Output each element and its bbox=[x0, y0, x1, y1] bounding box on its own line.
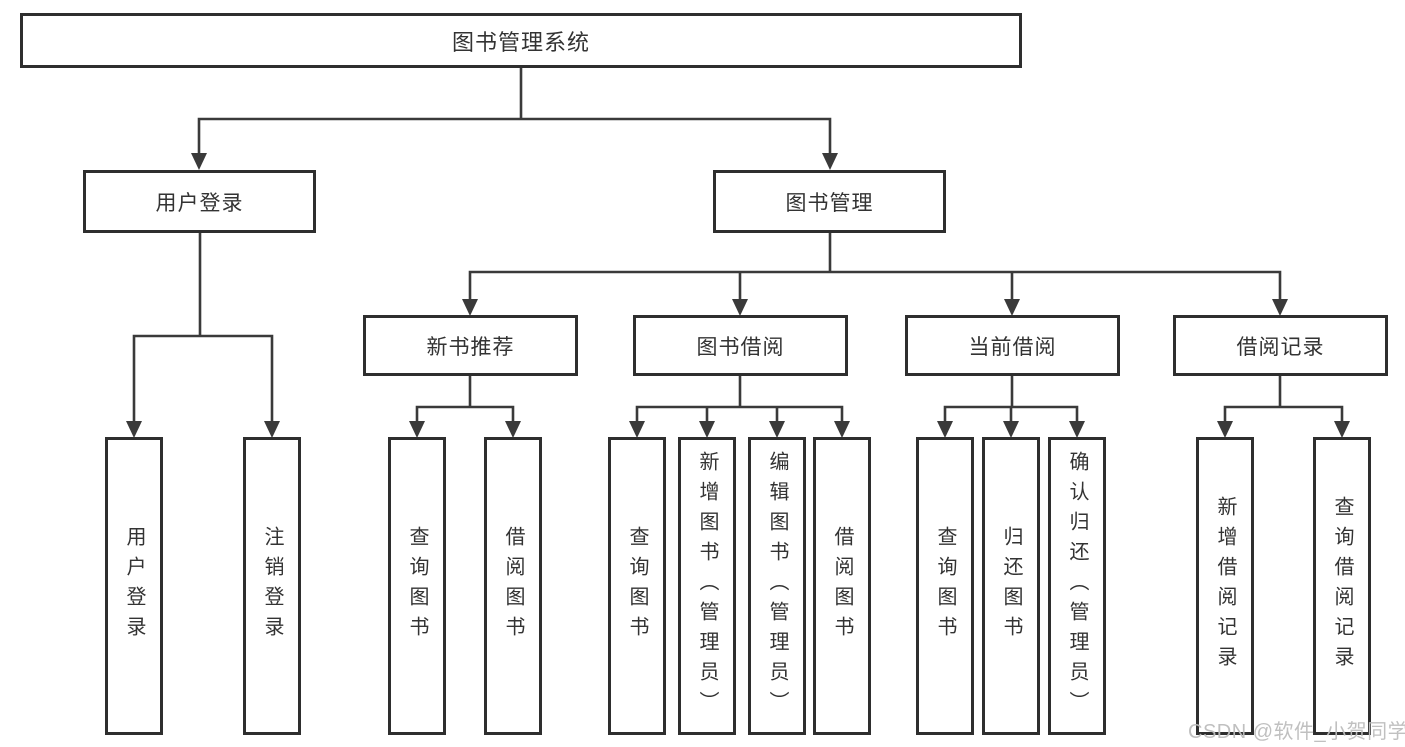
node-label: 查询图书 bbox=[934, 526, 956, 646]
leaf-borrow-books-recommend: 借阅图书 bbox=[484, 437, 542, 735]
node-label: 借阅记录 bbox=[1236, 335, 1325, 359]
leaf-logout: 注销登录 bbox=[243, 437, 301, 735]
node-label: 新书推荐 bbox=[426, 335, 515, 359]
leaf-return-books: 归还图书 bbox=[982, 437, 1040, 735]
leaf-add-borrow-record: 新增借阅记录 bbox=[1196, 437, 1254, 735]
node-label: 查询借阅记录 bbox=[1331, 496, 1353, 676]
node-library-management-system: 图书管理系统 bbox=[20, 13, 1022, 68]
node-current-borrow: 当前借阅 bbox=[905, 315, 1120, 376]
node-label: 图书借阅 bbox=[696, 335, 785, 359]
connector-paths bbox=[132, 68, 1344, 422]
node-label: 当前借阅 bbox=[968, 335, 1057, 359]
leaf-query-borrow-record: 查询借阅记录 bbox=[1313, 437, 1371, 735]
arrowheads bbox=[126, 153, 1350, 438]
leaf-user-login: 用户登录 bbox=[105, 437, 163, 735]
node-label: 图书管理系统 bbox=[451, 29, 590, 55]
node-label: 注销登录 bbox=[261, 526, 283, 646]
node-book-borrow: 图书借阅 bbox=[633, 315, 848, 376]
node-label: 借阅图书 bbox=[502, 526, 524, 646]
node-label: 用户登录 bbox=[155, 191, 244, 215]
leaf-query-books-borrow: 查询图书 bbox=[608, 437, 666, 735]
csdn-watermark: CSDN @软件_小贺同学 bbox=[1188, 721, 1405, 743]
node-label: 图书管理 bbox=[785, 191, 874, 215]
node-borrow-records: 借阅记录 bbox=[1173, 315, 1388, 376]
leaf-borrow-books: 借阅图书 bbox=[813, 437, 871, 735]
node-label: 新增图书（管理员） bbox=[696, 451, 718, 721]
node-label: 归还图书 bbox=[1000, 526, 1022, 646]
node-label: 编辑图书（管理员） bbox=[766, 451, 788, 721]
node-label: 确认归还（管理员） bbox=[1066, 451, 1088, 721]
node-user-login: 用户登录 bbox=[83, 170, 316, 233]
leaf-edit-books-admin: 编辑图书（管理员） bbox=[748, 437, 806, 735]
leaf-query-books-recommend: 查询图书 bbox=[388, 437, 446, 735]
node-label: 借阅图书 bbox=[831, 526, 853, 646]
leaf-query-books-current: 查询图书 bbox=[916, 437, 974, 735]
node-label: 查询图书 bbox=[626, 526, 648, 646]
node-label: 查询图书 bbox=[406, 526, 428, 646]
node-label: 新增借阅记录 bbox=[1214, 496, 1236, 676]
node-label: 用户登录 bbox=[123, 526, 145, 646]
node-book-management: 图书管理 bbox=[713, 170, 946, 233]
node-new-book-recommend: 新书推荐 bbox=[363, 315, 578, 376]
leaf-confirm-return-admin: 确认归还（管理员） bbox=[1048, 437, 1106, 735]
leaf-add-books-admin: 新增图书（管理员） bbox=[678, 437, 736, 735]
